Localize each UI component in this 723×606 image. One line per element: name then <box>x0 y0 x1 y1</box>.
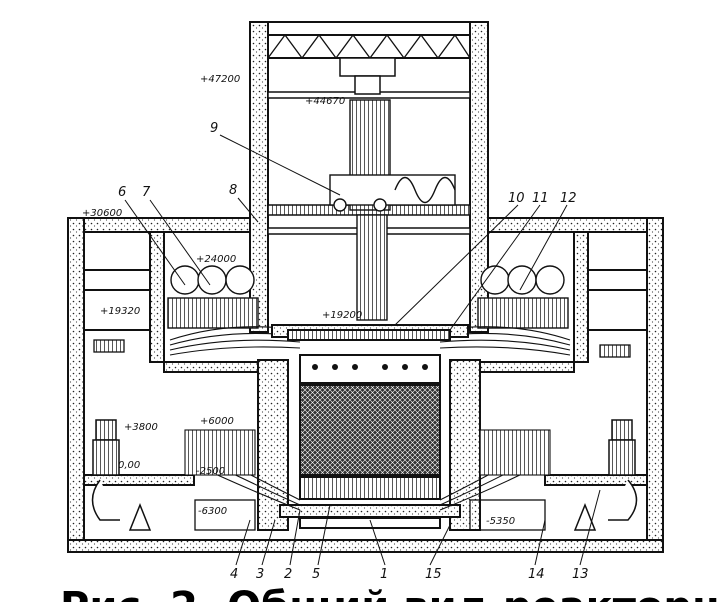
callout-8: 8 <box>229 183 237 198</box>
callout-7: 7 <box>142 185 151 200</box>
upper-pipe-fans <box>169 326 571 356</box>
callout-14: 14 <box>528 567 545 582</box>
elev-19200: +19200 <box>322 310 362 321</box>
callout-1: 1 <box>380 567 388 582</box>
elev-44670: +44670 <box>305 96 345 107</box>
elev-24000: +24000 <box>196 254 236 265</box>
elev-47200: +47200 <box>200 74 240 85</box>
elev-3800: +3800 <box>124 422 158 433</box>
callout-11: 11 <box>532 191 549 206</box>
elev-19320: +19320 <box>100 306 140 317</box>
refueling-machine <box>329 99 456 321</box>
elev-5350: -5350 <box>486 516 515 527</box>
reactor-top-cells <box>312 364 428 370</box>
elev-6000: +6000 <box>200 416 234 427</box>
callout-2: 2 <box>284 567 292 582</box>
right-steam-separators <box>477 265 569 329</box>
callout-leaders <box>124 134 601 566</box>
callout-numbers: 9 6 7 8 10 11 12 1 2 3 4 5 15 14 13 <box>118 121 589 582</box>
left-circulation-pump <box>91 419 152 531</box>
elev-2500: -2500 <box>196 466 225 477</box>
elev-0: 0,00 <box>118 460 140 471</box>
elevation-marks: +47200 +44670 +30600 +24000 +19320 +1920… <box>82 74 515 527</box>
callout-4: 4 <box>230 567 238 582</box>
callout-12: 12 <box>560 191 577 206</box>
callout-6: 6 <box>118 185 126 200</box>
callout-5: 5 <box>312 567 320 582</box>
right-circulation-pump <box>573 419 638 531</box>
figure-caption: Рис. 2. Общий вид реакторного блока РБМК <box>60 584 723 602</box>
callout-9: 9 <box>210 121 218 136</box>
lower-pipe-fans <box>184 429 551 511</box>
callout-15: 15 <box>425 567 442 582</box>
callout-3: 3 <box>256 567 264 582</box>
elev-30600: +30600 <box>82 208 122 219</box>
callout-13: 13 <box>572 567 589 582</box>
building-outline <box>67 21 664 553</box>
left-steam-separators <box>167 265 259 329</box>
elev-6300: -6300 <box>198 506 227 517</box>
callout-10: 10 <box>508 191 525 206</box>
reactor-vault <box>257 324 481 531</box>
side-rooms <box>93 339 631 531</box>
